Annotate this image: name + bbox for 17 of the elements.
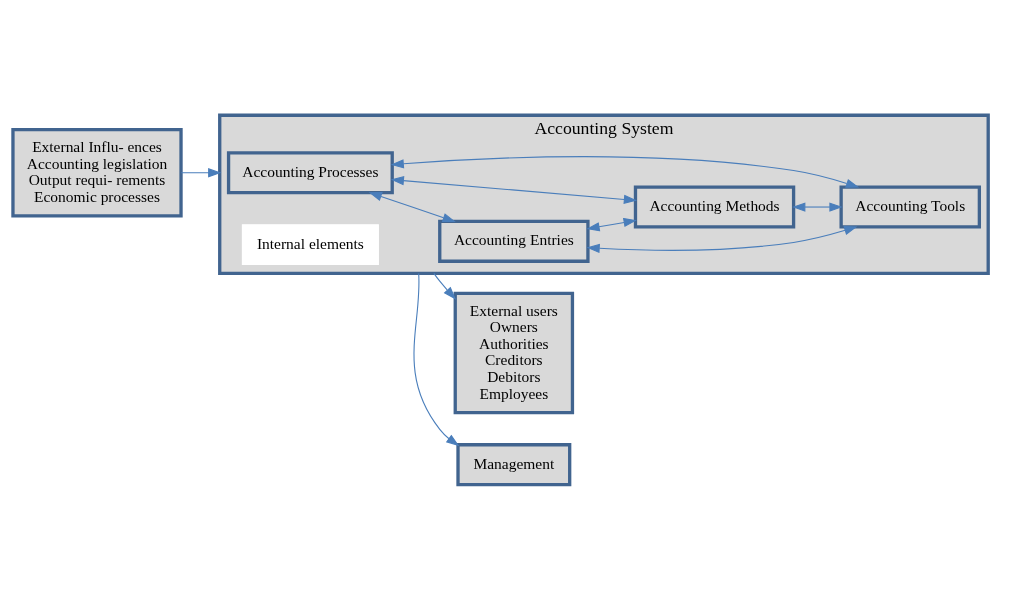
arrow [368,192,456,223]
node-box: Management [456,443,572,487]
arrow [586,226,858,253]
arrow [390,156,860,188]
arrow [180,168,222,178]
arrow [586,217,637,232]
arrow [390,176,638,205]
arrow [433,272,457,300]
node-box: Internal elements [241,224,379,266]
node-box: External users Owners Authorities Creditors Debitors Employees [453,291,575,415]
arrow [792,202,843,212]
node-box: External Influ- ences Accounting legislation Output requi- rements Economic processes [11,127,183,218]
node-box: Accounting Processes [226,151,394,195]
node-box: Accounting Entries [438,219,590,263]
arrow [413,272,460,447]
node-box: Accounting Methods [633,185,796,229]
node-box: Accounting Tools [839,185,981,229]
